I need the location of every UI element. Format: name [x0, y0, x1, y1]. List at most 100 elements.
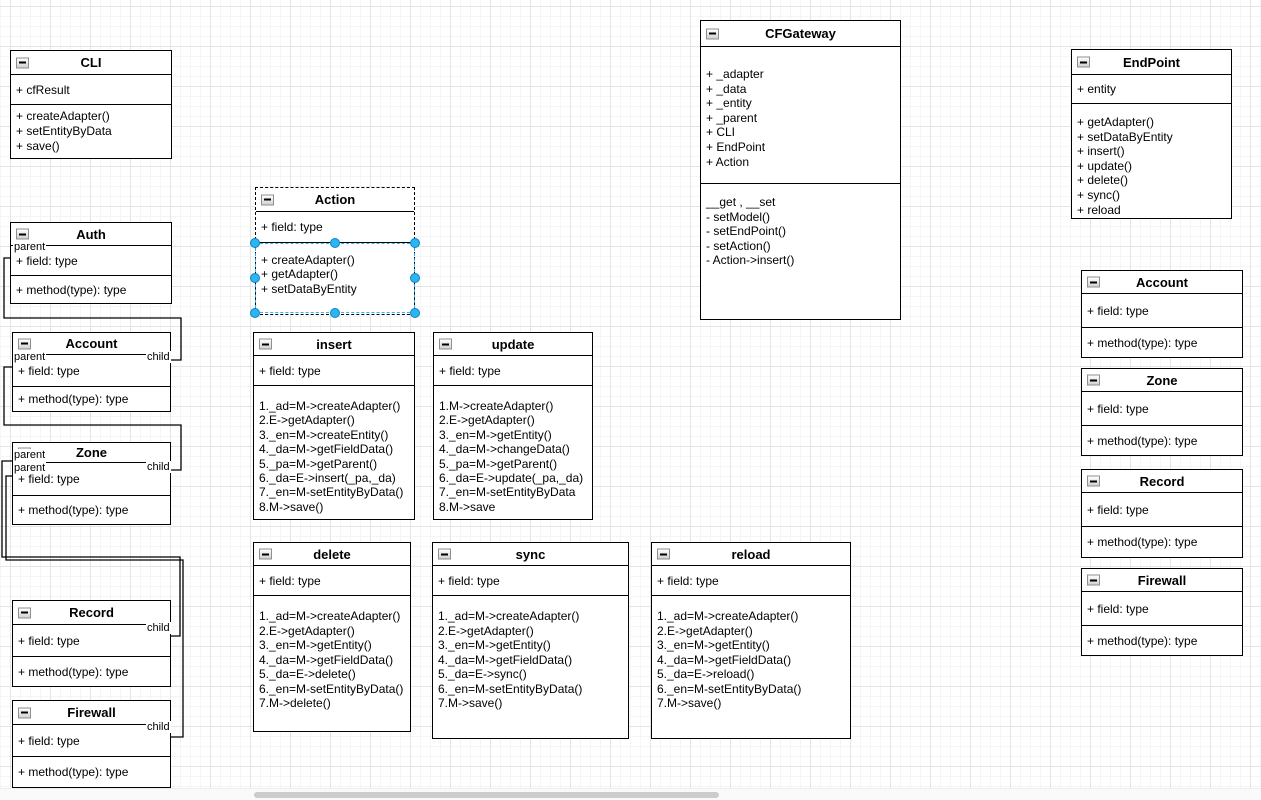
- class-section: __get , __set- setModel()- setEndPoint()…: [701, 183, 900, 319]
- class-section: 1._ad=M->createAdapter()2.E->getAdapter(…: [254, 595, 410, 731]
- collapse-icon[interactable]: [438, 548, 451, 560]
- class-account-left[interactable]: Account + field: type + method(type): type: [12, 332, 171, 412]
- class-section: + method(type): type: [13, 656, 170, 686]
- horizontal-scrollbar-track[interactable]: [0, 788, 1261, 800]
- horizontal-scrollbar-thumb[interactable]: [254, 792, 719, 798]
- selection-rectangle[interactable]: [255, 243, 415, 313]
- class-section: 1.M->createAdapter()2.E->getAdapter()3._…: [434, 385, 592, 519]
- class-title: update: [491, 336, 535, 352]
- minus-glyph: [1090, 480, 1097, 482]
- member-line: + reload: [1077, 202, 1121, 217]
- class-section: + field: type: [433, 565, 628, 595]
- collapse-icon[interactable]: [18, 338, 31, 349]
- collapse-icon[interactable]: [261, 194, 274, 205]
- member-line: + _parent: [706, 110, 758, 125]
- member-line: 7._en=M-setEntityByData(): [259, 485, 404, 500]
- member-line: 6._en=M-setEntityByData(): [438, 681, 583, 696]
- class-firewall-right[interactable]: Firewall+ field: type+ method(type): typ…: [1081, 568, 1243, 656]
- member-line: 4._da=M->getFieldData(): [438, 652, 573, 667]
- collapse-icon[interactable]: [18, 707, 31, 718]
- member-line: + _entity: [706, 96, 752, 111]
- class-section: + field: type: [652, 565, 850, 595]
- member-line: + method(type): type: [1087, 335, 1198, 350]
- class-title: Auth: [76, 226, 106, 242]
- collapse-icon[interactable]: [1087, 475, 1100, 487]
- member-line: 4._da=M->getFieldData(): [657, 652, 792, 667]
- collapse-icon[interactable]: [1087, 276, 1100, 288]
- class-section: + method(type): type: [13, 386, 170, 411]
- class-zone-right[interactable]: Zone+ field: type+ method(type): type: [1081, 368, 1243, 456]
- member-line: + field: type: [18, 472, 80, 486]
- class-title-bar: Account: [1082, 271, 1242, 293]
- selection-handle[interactable]: [410, 238, 420, 248]
- class-title: Account: [1136, 274, 1188, 290]
- collapse-icon[interactable]: [439, 338, 452, 350]
- member-line: + CLI: [706, 125, 736, 140]
- member-line: + field: type: [18, 733, 80, 748]
- class-section: + field: type: [254, 565, 410, 595]
- class-section: 1._ad=M->createAdapter()2.E->getAdapter(…: [254, 385, 414, 519]
- class-section: + method(type): type: [1082, 526, 1242, 557]
- selection-handle[interactable]: [250, 273, 260, 283]
- edge-label-child[interactable]: child: [146, 351, 171, 363]
- collapse-icon[interactable]: [1087, 374, 1100, 386]
- member-line: 7._en=M-setEntityByData: [439, 485, 576, 500]
- collapse-icon[interactable]: [18, 607, 31, 618]
- member-line: 1._ad=M->createAdapter(): [259, 609, 401, 623]
- selection-handle[interactable]: [330, 238, 340, 248]
- selection-handle[interactable]: [330, 308, 340, 318]
- class-title-bar: Zone: [1082, 369, 1242, 391]
- collapse-icon[interactable]: [259, 548, 272, 560]
- class-auth[interactable]: Auth+ field: type+ method(type): type: [10, 222, 172, 304]
- minus-glyph: [442, 343, 449, 345]
- collapse-icon[interactable]: [1087, 574, 1100, 586]
- selection-handle[interactable]: [410, 308, 420, 318]
- member-line: + field: type: [18, 633, 80, 648]
- class-section: + field: type: [434, 355, 592, 385]
- class-title: CLI: [80, 55, 102, 70]
- edge-label-child[interactable]: child: [146, 461, 171, 473]
- selection-handle[interactable]: [410, 273, 420, 283]
- class-cfgateway[interactable]: CFGateway+ _adapter+ _data+ _entity+ _pa…: [700, 20, 901, 320]
- collapse-icon[interactable]: [16, 57, 29, 68]
- minus-glyph: [19, 61, 26, 64]
- collapse-icon[interactable]: [657, 548, 670, 560]
- selection-handle[interactable]: [250, 238, 260, 248]
- class-title: Account: [65, 336, 118, 351]
- selection-handle[interactable]: [250, 308, 260, 318]
- edge-label-parent[interactable]: parent: [13, 462, 47, 474]
- edge-label-parent[interactable]: parent: [13, 449, 47, 461]
- collapse-icon[interactable]: [1077, 56, 1090, 68]
- edge-label-parent[interactable]: parent: [13, 241, 47, 253]
- member-line: - Action->insert(): [706, 253, 795, 268]
- collapse-icon[interactable]: [259, 338, 272, 350]
- member-line: 6._en=M-setEntityByData(): [259, 681, 404, 696]
- collapse-icon[interactable]: [706, 28, 719, 39]
- class-section: + field: type: [1082, 391, 1242, 425]
- class-cli[interactable]: CLI+ cfResult+ createAdapter()+ setEntit…: [10, 50, 172, 159]
- member-line: + Action: [706, 154, 750, 169]
- class-record-left[interactable]: Record+ field: type+ method(type): type: [12, 600, 171, 687]
- member-line: + method(type): type: [18, 503, 129, 517]
- member-line: - setModel(): [706, 209, 771, 224]
- edge-label-parent[interactable]: parent: [13, 351, 47, 363]
- class-section: + field: type: [1082, 591, 1242, 625]
- edge-label-child[interactable]: child: [146, 721, 171, 733]
- class-endpoint[interactable]: EndPoint+ entity+ getAdapter()+ setDataB…: [1071, 49, 1232, 219]
- class-record-right[interactable]: Record+ field: type+ method(type): type: [1081, 469, 1243, 558]
- member-line: + field: type: [18, 363, 80, 378]
- class-account-right[interactable]: Account+ field: type+ method(type): type: [1081, 270, 1243, 358]
- member-line: 4._da=M->getFieldData(): [259, 652, 394, 667]
- collapse-icon[interactable]: [16, 228, 29, 240]
- edge-label-child[interactable]: child: [146, 622, 171, 634]
- class-section: + method(type): type: [1082, 327, 1242, 357]
- member-line: 2.E->getAdapter(): [438, 623, 534, 638]
- member-line: 2.E->getAdapter(): [439, 413, 535, 428]
- class-firewall-left[interactable]: Firewall+ field: type+ method(type): typ…: [12, 700, 171, 788]
